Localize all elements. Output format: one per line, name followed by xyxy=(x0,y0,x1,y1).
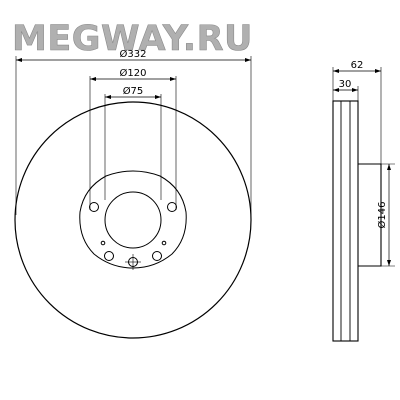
dim-hat-diameter: Ø146 xyxy=(376,202,388,229)
bolt-hole xyxy=(152,251,162,261)
disc-section xyxy=(332,100,359,342)
hub-outline xyxy=(79,170,187,269)
side-view: 62 30 Ø146 xyxy=(332,60,395,342)
bolt-hole xyxy=(89,202,99,212)
dimension-arrows xyxy=(105,95,161,99)
dim-center-bore: Ø75 xyxy=(123,85,144,97)
hat-section xyxy=(358,163,382,267)
dim-outer-diameter: Ø332 xyxy=(120,48,147,60)
bolt-hole xyxy=(104,251,114,261)
pin-hole xyxy=(100,240,106,246)
dim-total-thickness: 62 xyxy=(351,60,364,71)
center-bore xyxy=(104,191,162,249)
disc-outer-edge xyxy=(14,101,252,339)
pin-hole xyxy=(161,240,167,246)
watermark-logo: MEGWAY.RU xyxy=(12,19,253,59)
dim-bolt-circle: Ø120 xyxy=(120,67,147,79)
dim-disc-thickness: 30 xyxy=(339,79,352,90)
front-view: Ø332 Ø120 Ø75 xyxy=(14,48,252,339)
bolt-hole xyxy=(167,202,177,212)
dimension-arrows xyxy=(333,88,358,92)
